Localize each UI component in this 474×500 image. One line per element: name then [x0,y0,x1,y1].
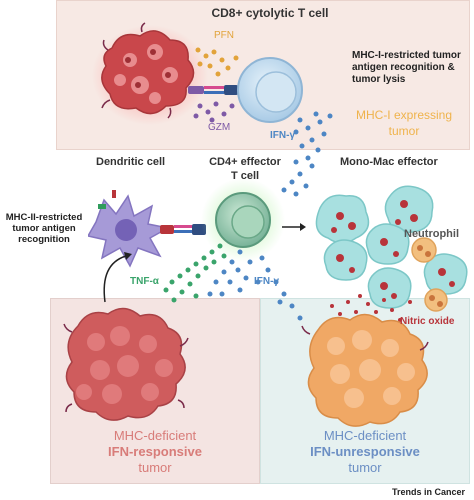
cd8-title: CD8+ cytolytic T cell [211,6,329,20]
mhc2-recognition-label: MHC-II-restricted tumor antigen recognit… [0,212,88,245]
mhc1-tumor-label-line2: tumor [388,124,420,138]
ifn-gamma-stream-top [281,111,333,197]
right-tumor-label-line2: IFN-unresponsive [310,444,420,459]
right-tumor-label-line3: tumor [348,460,382,475]
cd4-label-line2: T cell [230,170,260,182]
pfn-label: PFN [214,30,234,41]
tnf-alpha-label: TNF-α [130,276,159,287]
ifn-gamma-mid-label: IFN-γ [254,276,279,287]
cd4-t-cell [201,178,285,262]
mhc2-tcr-synapse [160,224,206,235]
right-tumor-label-line1: MHC-deficient [323,428,407,443]
dendritic-cell [86,190,171,268]
ifn-unresponsive-tumor-cluster [301,313,429,427]
left-tumor-label-line3: tumor [138,460,172,475]
gzm-label: GZM [208,122,231,133]
mhc1-recognition-label: MHC-I-restricted tumor antigen recogniti… [352,50,461,85]
mhc1-tcr-synapse [188,85,238,95]
neutrophil-label: Neutrophil [404,228,459,240]
mhc1-tumor-cluster [92,22,208,125]
cd4-label-line1: CD4+ effector [209,156,281,168]
granzyme-granules [193,101,235,123]
cd8-t-cell [237,57,303,123]
monomac-label: Mono-Mac effector [340,156,438,168]
journal-credit: Trends in Cancer [392,487,466,497]
perforin-granules [195,47,239,77]
nitric-oxide-label: Nitric oxide [400,316,455,327]
left-tumor-label-line2: IFN-responsive [108,444,202,459]
tumor-to-dendritic-arrow [103,252,132,303]
monomac-cells [315,185,468,309]
ifn-gamma-stream-mid [207,249,303,321]
ifn-responsive-tumor-cluster [63,307,189,421]
left-tumor-label-line1: MHC-deficient [113,428,197,443]
neutrophil-cells [411,237,448,312]
cd4-to-monomac-arrow [282,223,306,231]
tnf-alpha-stream [163,243,227,303]
dendritic-cell-label: Dendritic cell [96,156,166,168]
ifn-gamma-top-label: IFN-γ [270,130,295,141]
mhc1-tumor-label-line1: MHC-I expressing [355,108,453,122]
